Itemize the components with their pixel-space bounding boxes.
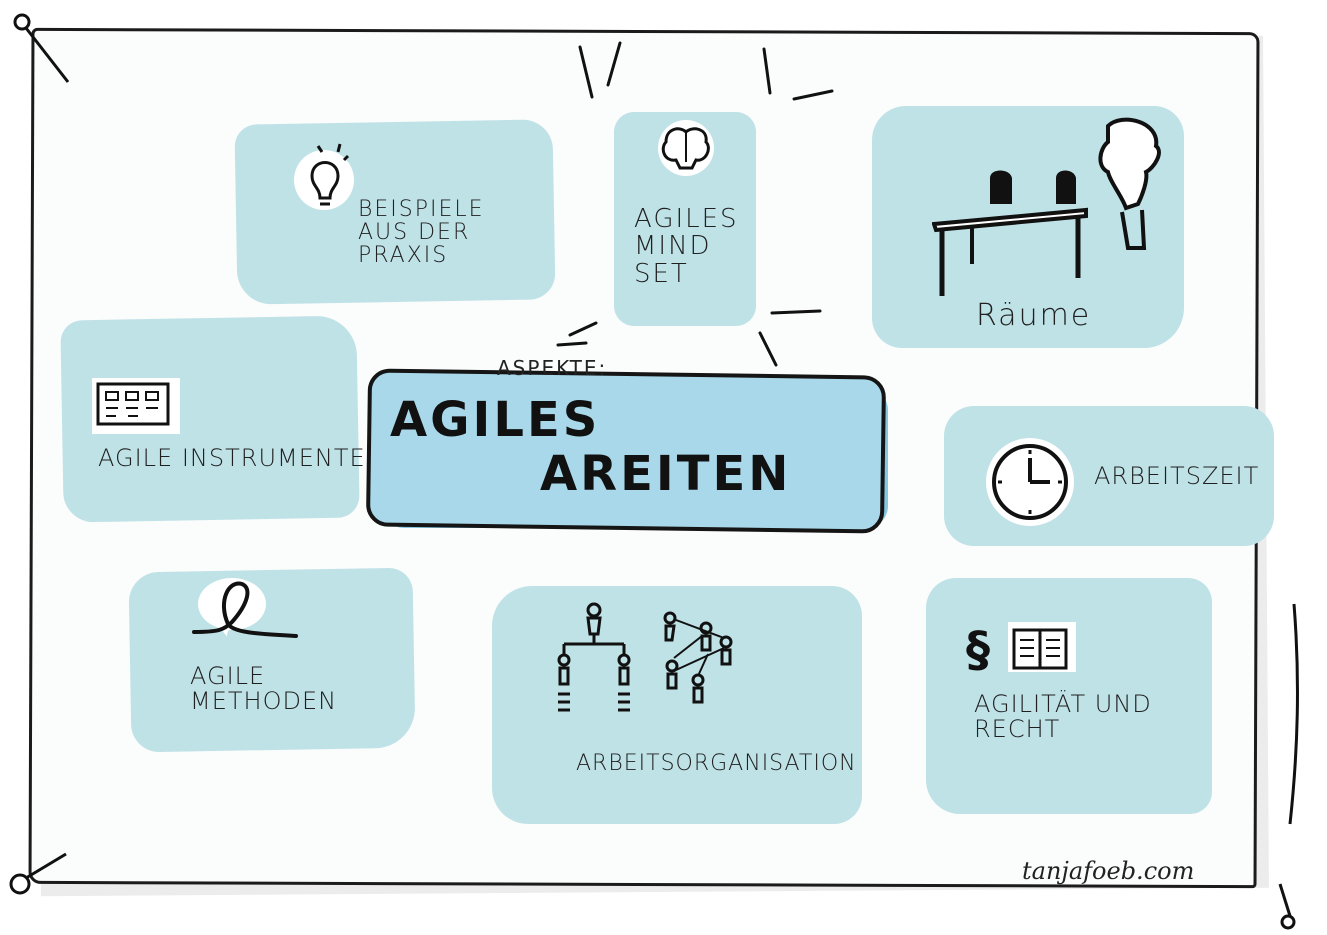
topic-methoden-label: AGILE METHODEN: [190, 662, 338, 716]
pin-bottom-left-icon: [9, 852, 67, 895]
desk-with-chairs-icon: [932, 117, 1161, 296]
center-title-line1: AGILES: [390, 392, 601, 448]
topic-raeume-label: Räume: [976, 298, 1092, 333]
topic-arbeitszeit-label: ARBEITSZEIT: [1094, 462, 1260, 490]
frame-edge-stroke-icon: [1288, 603, 1299, 825]
center-title-line2: AREITEN: [540, 446, 792, 502]
topic-praxis-label: BEISPIELE AUS DER PRAXIS: [358, 197, 485, 269]
topic-recht-label: AGILITÄT UND RECHT: [974, 690, 1152, 744]
lightbulb-icon: [294, 143, 354, 210]
signature: tanjafoeb.com: [1022, 857, 1195, 885]
pin-bottom-right-icon: [1278, 883, 1296, 930]
org-chart-icon: [557, 602, 733, 712]
topic-instrumente-label: AGILE INSTRUMENTE: [98, 444, 366, 472]
brain-icon: [658, 120, 714, 176]
card-organisation: [492, 586, 862, 824]
loop-icon: [192, 578, 298, 638]
topic-mindset-label: AGILES MIND SET: [634, 204, 739, 289]
card-recht: [926, 578, 1212, 814]
topic-organisation-label: ARBEITSORGANISATION: [576, 751, 857, 776]
law-book-icon: §: [966, 622, 1076, 678]
clock-icon: [986, 438, 1074, 526]
kanban-board-icon: [92, 378, 180, 434]
pin-top-left-icon: [13, 13, 70, 83]
svg-text:§: §: [966, 622, 990, 678]
aspekte-label: ASPEKTE:: [497, 356, 608, 380]
burst-lines-icon: [556, 41, 834, 367]
